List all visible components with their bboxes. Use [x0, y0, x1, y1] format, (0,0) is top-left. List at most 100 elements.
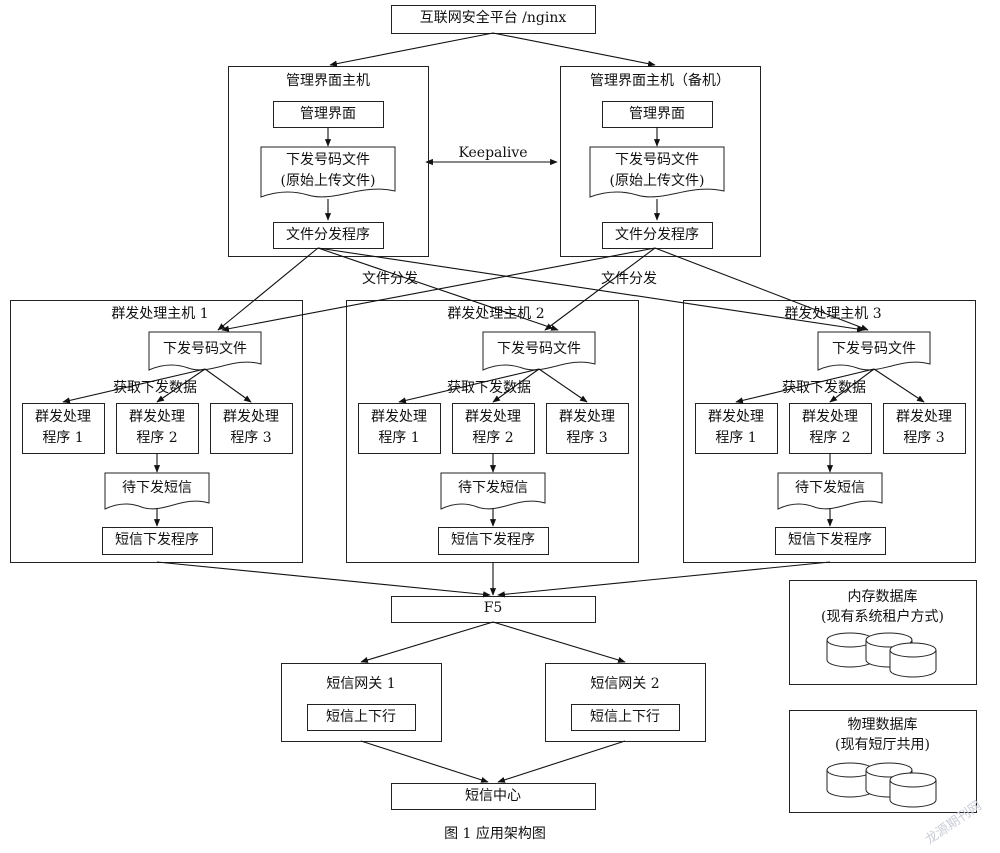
mgmt-host-2 [560, 66, 761, 257]
group-host-title-1: 群发处理主机 1 [111, 306, 209, 322]
group-sender-box-3 [775, 527, 886, 555]
group-pending-doc-1 [104, 472, 210, 510]
group-file-label-3: 下发号码文件 [832, 341, 916, 357]
group-1-proc-1-line1: 群发处理 [35, 409, 91, 425]
group-2-proc-1-box [358, 403, 441, 454]
file-distribute-label-1: 文件分发 [362, 271, 418, 287]
gateway-inner-box-1 [307, 704, 416, 731]
physical-db-line2: (现有短厅共用) [835, 737, 930, 753]
group-host-title-2: 群发处理主机 2 [447, 306, 545, 322]
group-pending-label-3: 待下发短信 [795, 480, 865, 496]
figure-caption: 图 1 应用架构图 [444, 826, 546, 842]
group-file-label-2: 下发号码文件 [497, 341, 581, 357]
dist2-to-group3 [654, 247, 869, 331]
memory-db-cylinder-3 [889, 642, 937, 678]
mgmt-ui-label-2: 管理界面 [629, 106, 685, 122]
memory-db-cylinder-1 [826, 632, 874, 668]
group-1-proc-3-line2: 程序 3 [230, 430, 272, 446]
group-2-proc-3-line2: 程序 3 [566, 430, 608, 446]
dist1-to-group3 [317, 247, 865, 333]
memory-db-box [789, 580, 977, 685]
mgmt-file-doc-2 [589, 146, 725, 198]
group-pending-doc-2 [440, 472, 546, 510]
mgmt-dist-label-1: 文件分发程序 [286, 227, 370, 243]
group-file-doc-3 [817, 331, 931, 371]
group-2-proc-3-line1: 群发处理 [559, 409, 615, 425]
group-sender-label-3: 短信下发程序 [788, 532, 872, 548]
group-3-proc-3-box [883, 403, 966, 454]
group-2-proc-3-box [546, 403, 629, 454]
dist2-to-group1 [221, 247, 656, 332]
group-file-doc-2 [482, 331, 596, 371]
group-3-proc-2-line2: 程序 2 [809, 430, 851, 446]
mgmt-host-title-2: 管理界面主机（备机） [590, 73, 730, 89]
group-sender-label-1: 短信下发程序 [115, 532, 199, 548]
group-2-proc-1-line1: 群发处理 [371, 409, 427, 425]
gateway-inner-label-2: 短信上下行 [590, 709, 660, 725]
group-1-arrow-proc3 [204, 368, 252, 403]
dist2-to-group2 [544, 247, 656, 331]
group-pending-label-2: 待下发短信 [458, 480, 528, 496]
gateway-2 [545, 663, 706, 742]
group-host-1 [10, 300, 303, 563]
memory-db-line2: (现有系统租户方式) [821, 609, 944, 625]
group-pending-doc-3 [777, 472, 883, 510]
group-3-proc-3-line2: 程序 3 [903, 430, 945, 446]
group-2-proc-2-line1: 群发处理 [465, 409, 521, 425]
f5-to-gateway1 [360, 621, 494, 663]
gateway-title-1: 短信网关 1 [326, 676, 396, 692]
group-pending-label-1: 待下发短信 [122, 480, 192, 496]
group-1-proc-2-line1: 群发处理 [129, 409, 185, 425]
physical-db-cylinder-3 [889, 772, 937, 808]
group-1-proc-3-box [210, 403, 293, 454]
gateway2-to-center [497, 740, 626, 783]
group-fetch-label-3: 获取下发数据 [782, 380, 866, 396]
mgmt-file-line2-1: (原始上传文件) [280, 173, 376, 189]
group-sender-box-1 [102, 527, 213, 555]
group-sender-label-2: 短信下发程序 [451, 532, 535, 548]
mgmt-file-line2-2: (原始上传文件) [609, 173, 705, 189]
group-3-proc-3-line1: 群发处理 [896, 409, 952, 425]
group-2-proc-2-line2: 程序 2 [472, 430, 514, 446]
keepalive-label: Keepalive [458, 145, 528, 161]
sms-center-box [391, 783, 596, 810]
group-3-proc-2-line1: 群发处理 [802, 409, 858, 425]
mgmt-file-line1-2: 下发号码文件 [615, 152, 699, 168]
f5-to-gateway2 [492, 621, 626, 663]
file-distribute-label-2: 文件分发 [601, 271, 657, 287]
gateway-inner-box-2 [571, 704, 680, 731]
group-fetch-label-2: 获取下发数据 [447, 380, 531, 396]
group-1-proc-1-line2: 程序 1 [42, 430, 84, 446]
group-1-arrow-proc1 [62, 368, 206, 404]
platform-label: 互联网安全平台 /nginx [419, 10, 567, 26]
group-1-arrow-proc2 [156, 368, 206, 403]
group-1-proc-3-line1: 群发处理 [223, 409, 279, 425]
group3-to-f5 [497, 561, 831, 598]
memory-db-line1: 内存数据库 [847, 589, 918, 605]
sms-center-label: 短信中心 [465, 788, 521, 804]
gateway-inner-label-1: 短信上下行 [326, 709, 396, 725]
group-fetch-label-1: 获取下发数据 [113, 380, 197, 396]
group-2-arrow-proc3 [538, 368, 588, 403]
mgmt-dist-label-2: 文件分发程序 [615, 227, 699, 243]
mgmt-dist-box-1 [273, 222, 384, 249]
gateway1-to-center [360, 740, 489, 783]
group-3-proc-1-line2: 程序 1 [715, 430, 757, 446]
mgmt-ui-label-1: 管理界面 [300, 106, 356, 122]
group-3-arrow-proc3 [873, 368, 925, 403]
group-3-proc-1-box [695, 403, 778, 454]
physical-db-box [789, 710, 977, 813]
gateway-title-2: 短信网关 2 [590, 676, 660, 692]
group1-to-f5 [156, 561, 491, 598]
group-2-arrow-proc1 [398, 368, 540, 404]
group-3-proc-1-line1: 群发处理 [708, 409, 764, 425]
physical-db-line1: 物理数据库 [847, 717, 918, 733]
group-sender-box-2 [438, 527, 549, 555]
group-1-proc-1-box [22, 403, 105, 454]
group-3-arrow-proc1 [735, 368, 875, 404]
group-host-title-3: 群发处理主机 3 [784, 306, 882, 322]
physical-db-cylinder-1 [826, 762, 874, 798]
mgmt-file-line1-1: 下发号码文件 [286, 152, 370, 168]
